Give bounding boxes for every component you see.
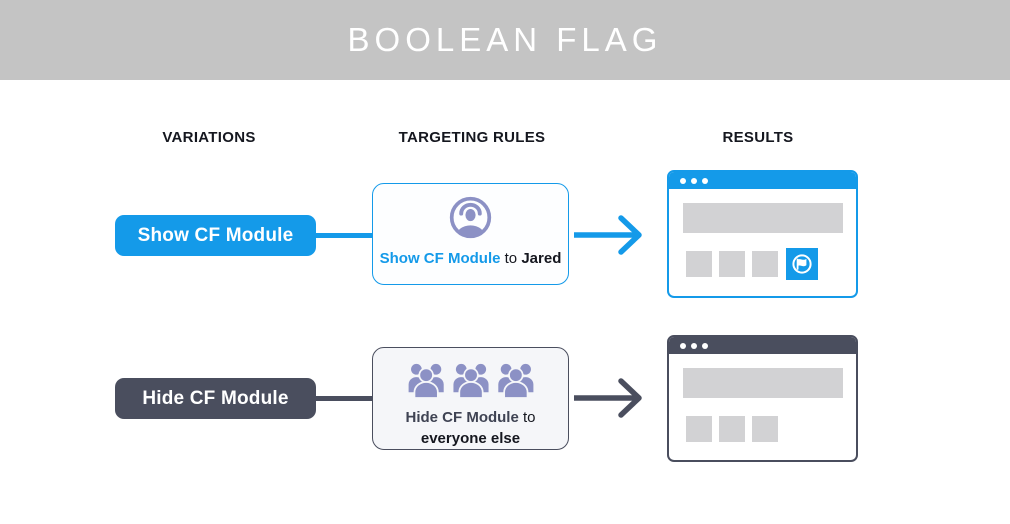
window-dot-icon	[691, 177, 697, 184]
content-placeholder-block	[686, 251, 712, 277]
browser-titlebar	[669, 337, 856, 354]
content-placeholder-block	[752, 251, 778, 277]
window-dot-icon	[702, 177, 708, 184]
connector-line-show	[314, 233, 374, 238]
column-header-variations: VARIATIONS	[162, 129, 256, 146]
content-placeholder-banner	[683, 368, 843, 398]
rule-connector-word: to	[522, 409, 536, 426]
rule-flag-name: Hide CF Module	[405, 409, 519, 426]
targeting-rule-show: Show CF Module to Jared	[372, 183, 569, 285]
variation-hide-cf-module[interactable]: Hide CF Module	[115, 378, 316, 419]
page-title: BOOLEAN FLAG	[347, 21, 663, 58]
connector-line-hide	[314, 396, 374, 401]
user-circle-icon	[449, 196, 492, 239]
variation-show-label: Show CF Module	[137, 224, 294, 246]
column-header-targeting-rules: TARGETING RULES	[398, 129, 546, 146]
window-dot-icon	[702, 342, 708, 349]
rule-connector-word: to	[504, 250, 518, 267]
browser-titlebar	[669, 172, 856, 189]
targeting-rule-hide: Hide CF Module to everyone else	[372, 347, 569, 450]
crowd-icon	[408, 363, 533, 399]
cf-module-tile[interactable]	[786, 248, 818, 280]
result-window-show	[667, 170, 858, 298]
content-placeholder-block	[752, 416, 778, 442]
content-placeholder-block	[686, 416, 712, 442]
window-dot-icon	[680, 177, 686, 184]
rule-text-hide: Hide CF Module to everyone else	[405, 407, 535, 449]
rule-text-show: Show CF Module to Jared	[380, 248, 562, 269]
flag-circle-icon	[792, 254, 812, 274]
result-window-hide	[667, 335, 858, 462]
rule-audience: everyone else	[420, 430, 521, 447]
rule-flag-name: Show CF Module	[379, 250, 501, 267]
variation-show-cf-module[interactable]: Show CF Module	[115, 215, 316, 256]
window-dot-icon	[691, 342, 697, 349]
arrow-show-icon	[574, 215, 642, 255]
content-placeholder-block	[719, 251, 745, 277]
variation-hide-label: Hide CF Module	[142, 387, 289, 409]
content-placeholder-banner	[683, 203, 843, 233]
arrow-hide-icon	[574, 378, 642, 418]
content-placeholder-block	[719, 416, 745, 442]
header-bar: BOOLEAN FLAG	[0, 0, 1010, 80]
window-dot-icon	[680, 342, 686, 349]
rule-audience: Jared	[521, 250, 562, 267]
column-header-results: RESULTS	[722, 129, 794, 146]
